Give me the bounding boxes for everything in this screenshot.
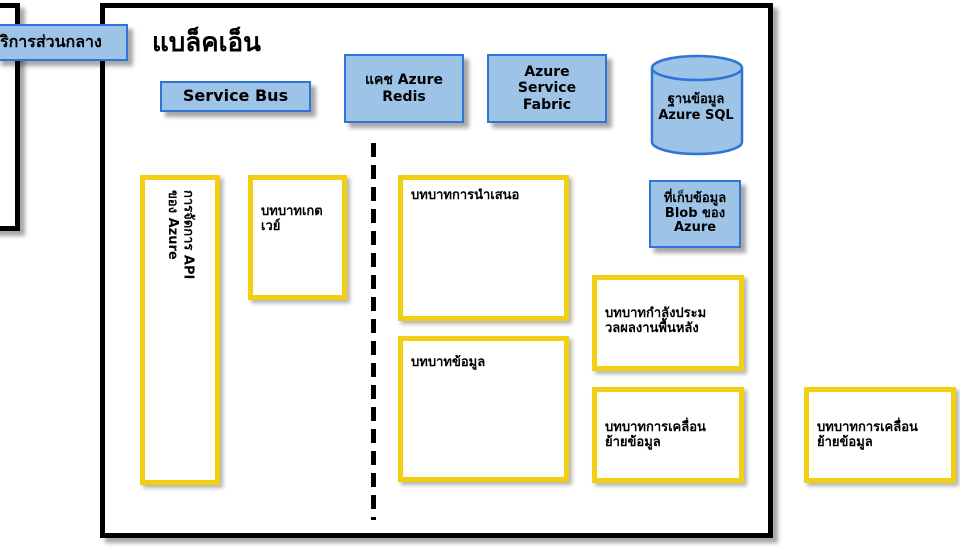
redis-cache-label: แคช Azure Redis (364, 72, 444, 105)
blob-storage-label: ที่เก็บข้อมูล Blob ของ Azure (663, 190, 727, 236)
backend-title: แบล็คเอ็น (152, 28, 261, 58)
blob-storage-box: ที่เก็บข้อมูล Blob ของ Azure (649, 180, 741, 248)
redis-cache-box: แคช Azure Redis (344, 54, 464, 123)
api-management-role: การจัดการ API ของ Azure (140, 175, 220, 485)
central-services-text: ริการส่วนกลาง (0, 32, 102, 52)
data-migration-role-outer: บทบาทการเคลื่อน ย้ายข้อมูล (804, 387, 956, 483)
gateway-role-label: บทบาทเกต เวย์ (261, 203, 323, 235)
presentation-role-label: บทบาทการนำเสนอ (411, 188, 520, 203)
background-processing-label: บทบาทกำลังประม วลผลงานพื้นหลัง (605, 305, 707, 337)
service-bus-label: Service Bus (182, 86, 289, 106)
service-fabric-label: Azure Service Fabric (517, 64, 577, 113)
data-role-label: บทบาทข้อมูล (411, 355, 486, 370)
data-migration-role-inner: บทบาทการเคลื่อน ย้ายข้อมูล (592, 387, 744, 483)
gateway-role: บทบาทเกต เวย์ (248, 175, 347, 300)
presentation-role: บทบาทการนำเสนอ (398, 175, 569, 321)
dashed-divider (371, 143, 376, 520)
data-role: บทบาทข้อมูล (398, 336, 569, 482)
data-migration-inner-label: บทบาทการเคลื่อน ย้ายข้อมูล (605, 419, 706, 451)
azure-sql-database-cylinder (650, 54, 744, 156)
background-processing-role: บทบาทกำลังประม วลผลงานพื้นหลัง (592, 275, 744, 371)
central-services-label: ริการส่วนกลาง (0, 24, 128, 61)
api-management-label: การจัดการ API ของ Azure (165, 190, 196, 280)
data-migration-outer-label: บทบาทการเคลื่อน ย้ายข้อมูล (817, 419, 918, 451)
service-bus-box: Service Bus (160, 81, 311, 112)
service-fabric-box: Azure Service Fabric (487, 54, 607, 123)
azure-sql-database-label: ฐานข้อมูล Azure SQL (658, 92, 734, 123)
